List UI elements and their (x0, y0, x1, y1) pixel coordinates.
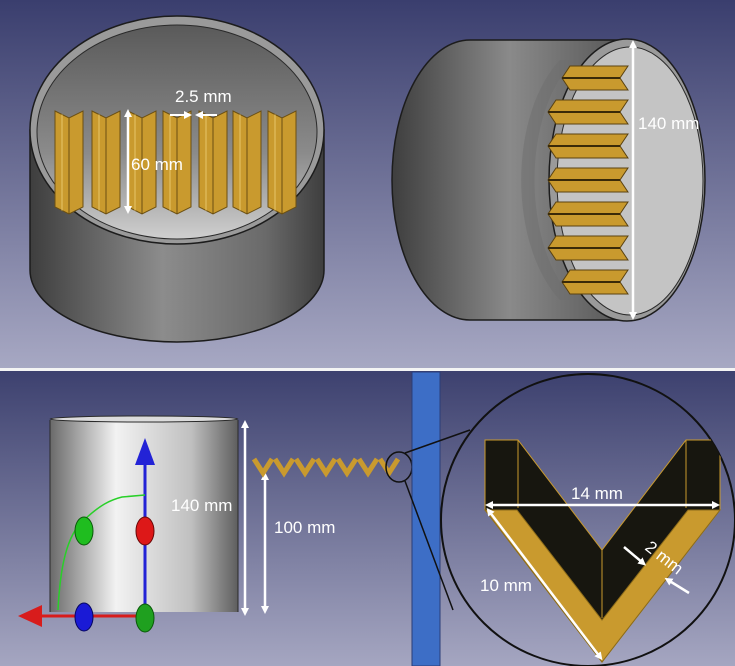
zigzag-segment-5 (335, 457, 359, 478)
cylinder-height-label-top-right: 140 mm (638, 114, 699, 133)
zigzag-segment-2 (272, 457, 296, 478)
top-right-interior-shadow (521, 60, 575, 300)
zoom-connector-top (404, 429, 471, 454)
zoom-connector-bottom (404, 480, 454, 611)
top-right-fin-array (547, 65, 629, 295)
width-label: 14 mm (571, 484, 623, 503)
bottom-cylinder-view: 140 mm 100 mm (18, 415, 413, 633)
gap-dimension-label: 2.5 mm (175, 87, 232, 106)
x-axis-arrowhead (18, 605, 42, 627)
blue-separator-bar (411, 371, 441, 666)
fin-profile-zigzag (251, 457, 401, 478)
top-left-cylinder-view: 2.5 mm 60 mm (29, 15, 325, 343)
fin-height-label: 60 mm (131, 155, 183, 174)
z-axis-arrowhead (135, 438, 155, 465)
zigzag-segment-3 (293, 457, 317, 478)
zoom-detail-view: 14 mm 10 mm 2 mm (440, 373, 735, 666)
top-left-fin-array (54, 110, 297, 215)
origin-green-marker[interactable] (135, 603, 155, 633)
zigzag-segment-4 (314, 457, 338, 478)
zigzag-segment-6 (356, 457, 380, 478)
thickness-arrow-top (623, 546, 647, 566)
fin-height-label-bottom: 100 mm (274, 518, 335, 537)
red-point-marker[interactable] (135, 516, 155, 546)
leg-label: 10 mm (480, 576, 532, 595)
blue-point-marker[interactable] (74, 602, 94, 632)
zigzag-segment-7 (377, 457, 401, 478)
cylinder-height-label-bottom: 140 mm (171, 496, 232, 515)
bottom-cylinder-top (49, 415, 239, 423)
zigzag-segment-1 (251, 457, 275, 478)
top-right-cylinder-view: 140 mm (391, 38, 706, 322)
panel-divider (0, 368, 735, 371)
thickness-arrow-bottom (664, 577, 690, 595)
leg-arrow (486, 507, 603, 661)
green-point-marker[interactable] (74, 516, 94, 546)
